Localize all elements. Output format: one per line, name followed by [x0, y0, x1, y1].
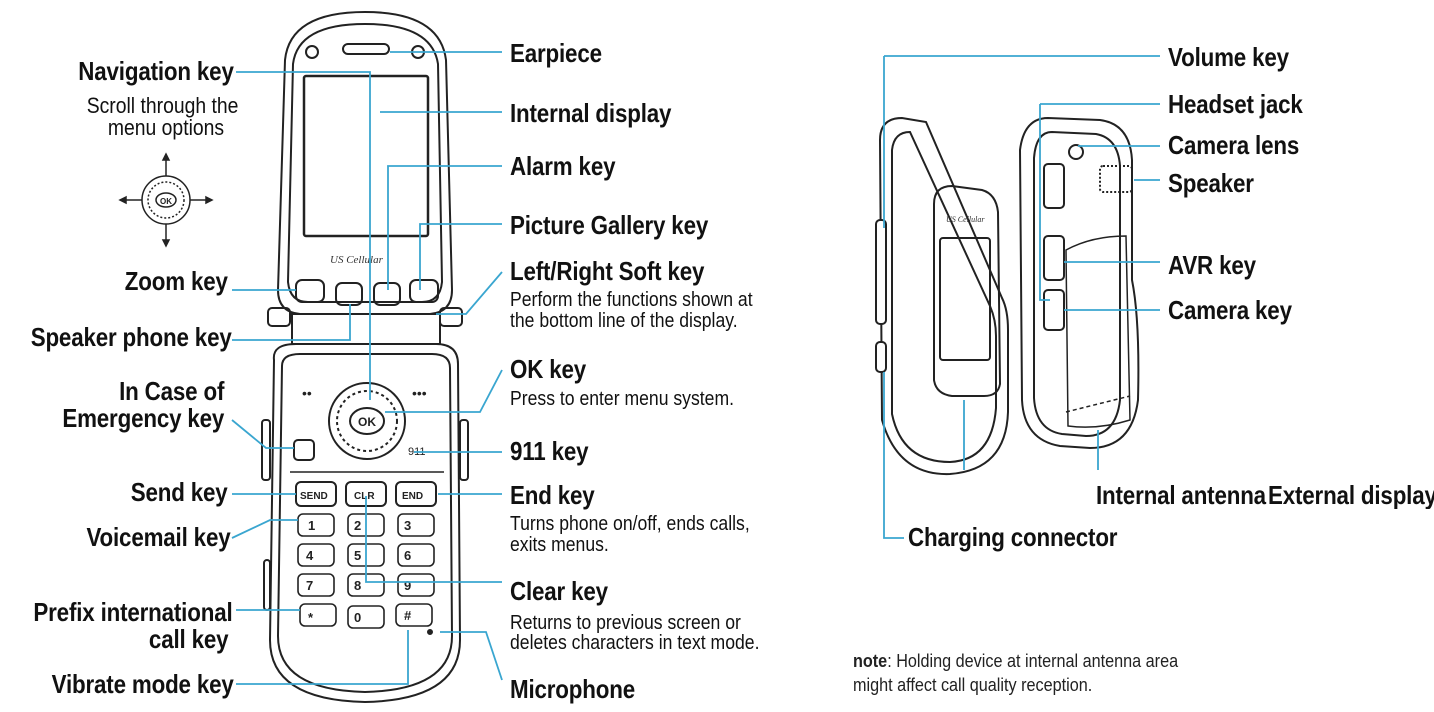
label-911-key: 911 key — [510, 436, 589, 466]
svg-text:2: 2 — [354, 518, 361, 533]
desc-navigation-key-2: menu options — [107, 115, 224, 140]
label-navigation-key: Navigation key — [78, 56, 235, 86]
leader-lines — [231, 51, 1160, 685]
svg-text:5: 5 — [354, 548, 361, 563]
label-voicemail-key: Voicemail key — [85, 522, 230, 552]
svg-text:US Cellular: US Cellular — [946, 215, 985, 224]
nav-ring — [328, 382, 406, 460]
svg-text:•••: ••• — [412, 385, 427, 401]
svg-text:1: 1 — [308, 518, 315, 533]
label-prefix-key-2: call key — [148, 624, 229, 654]
label-ice-key-1: In Case of — [118, 376, 224, 406]
ok-key-shape — [349, 407, 385, 435]
label-ok-key: OK key — [510, 354, 587, 384]
microphone-hole — [427, 629, 433, 635]
label-alarm-key: Alarm key — [510, 151, 616, 181]
front-phone: US Cellular OK •• ••• 911 SEND — [261, 10, 469, 704]
label-microphone: Microphone — [510, 674, 635, 704]
headset-jack-shape — [1043, 163, 1065, 209]
speaker-grille-shape — [1099, 165, 1133, 193]
label-picture-gallery-key: Picture Gallery key — [510, 210, 709, 240]
speaker-key-shape — [335, 282, 363, 306]
footnote: note: Holding device at internal antenna… — [853, 649, 1178, 697]
svg-text:••: •• — [302, 385, 312, 401]
side-view-left: US Cellular — [875, 116, 1009, 476]
svg-text:OK: OK — [160, 197, 172, 206]
label-vibrate-key: Vibrate mode key — [51, 669, 234, 699]
svg-text:3: 3 — [404, 518, 411, 533]
desc-clear-key-2: deletes characters in text mode. — [510, 632, 760, 654]
svg-text:7: 7 — [306, 578, 313, 593]
alarm-key-shape — [373, 282, 401, 306]
label-charging-connector: Charging connector — [908, 522, 1118, 552]
desc-ok-key: Press to enter menu system. — [510, 388, 735, 410]
svg-text:0: 0 — [354, 610, 361, 625]
note-line-1-text: : Holding device at internal antenna are… — [887, 651, 1179, 671]
label-prefix-key-1: Prefix international — [32, 597, 232, 627]
desc-clear-key-1: Returns to previous screen or — [510, 612, 741, 634]
label-end-key: End key — [510, 480, 595, 510]
svg-text:OK: OK — [358, 415, 376, 429]
svg-text:END: END — [402, 491, 423, 502]
lower-body — [268, 343, 462, 704]
ice-key-shape — [293, 439, 315, 461]
svg-text:6: 6 — [404, 548, 411, 563]
gallery-key-shape — [409, 279, 439, 303]
svg-text:CLR: CLR — [354, 491, 375, 502]
side-view-right — [1018, 116, 1140, 450]
svg-text:SEND: SEND — [300, 491, 328, 502]
camera-lens-shape — [1068, 144, 1084, 160]
desc-soft-key-2: the bottom line of the display. — [510, 310, 738, 332]
desc-soft-key-1: Perform the functions shown at — [510, 289, 753, 311]
front-brand-logo: US Cellular — [330, 254, 384, 266]
desc-end-key-1: Turns phone on/off, ends calls, — [510, 513, 750, 535]
zoom-key-shape — [295, 279, 325, 303]
internal-display — [302, 74, 430, 238]
label-earpiece: Earpiece — [510, 38, 602, 68]
svg-text:*: * — [308, 610, 314, 625]
desc-navigation-key-1: Scroll through the — [86, 93, 238, 118]
volume-key-shape — [875, 219, 887, 325]
label-antenna-display-row: Internal antennaExternal display — [1096, 482, 1434, 509]
label-headset-jack: Headset jack — [1168, 89, 1303, 119]
svg-text:#: # — [404, 608, 412, 623]
label-internal-display: Internal display — [510, 98, 672, 128]
label-send-key: Send key — [131, 477, 228, 507]
desc-end-key-2: exits menus. — [510, 534, 609, 556]
earpiece-grille — [342, 43, 390, 55]
note-line-2: might affect call quality reception. — [853, 675, 1093, 695]
label-avr-key: AVR key — [1168, 250, 1256, 280]
label-internal-antenna: Internal antenna — [1096, 482, 1266, 509]
nav-key-illustration: OK — [118, 152, 214, 248]
avr-key-shape — [1043, 235, 1065, 281]
label-external-display: External display — [1267, 482, 1434, 509]
label-speaker-phone-key: Speaker phone key — [31, 322, 232, 352]
note-line-1: note: Holding device at internal antenna… — [853, 649, 1178, 673]
label-speaker: Speaker — [1168, 168, 1254, 198]
end-key-shape — [395, 481, 437, 507]
label-camera-lens: Camera lens — [1168, 130, 1300, 160]
note-prefix: note — [853, 651, 888, 671]
upper-flip — [276, 10, 454, 315]
label-zoom-key: Zoom key — [124, 266, 228, 296]
label-ice-key-2: Emergency key — [62, 403, 224, 433]
external-display-shape — [939, 237, 991, 361]
label-camera-key: Camera key — [1168, 295, 1292, 325]
label-clear-key: Clear key — [510, 576, 608, 606]
svg-text:8: 8 — [354, 578, 361, 593]
svg-text:9: 9 — [404, 578, 411, 593]
label-soft-key: Left/Right Soft key — [510, 256, 705, 286]
label-volume-key: Volume key — [1168, 42, 1289, 72]
svg-text:4: 4 — [306, 548, 314, 563]
